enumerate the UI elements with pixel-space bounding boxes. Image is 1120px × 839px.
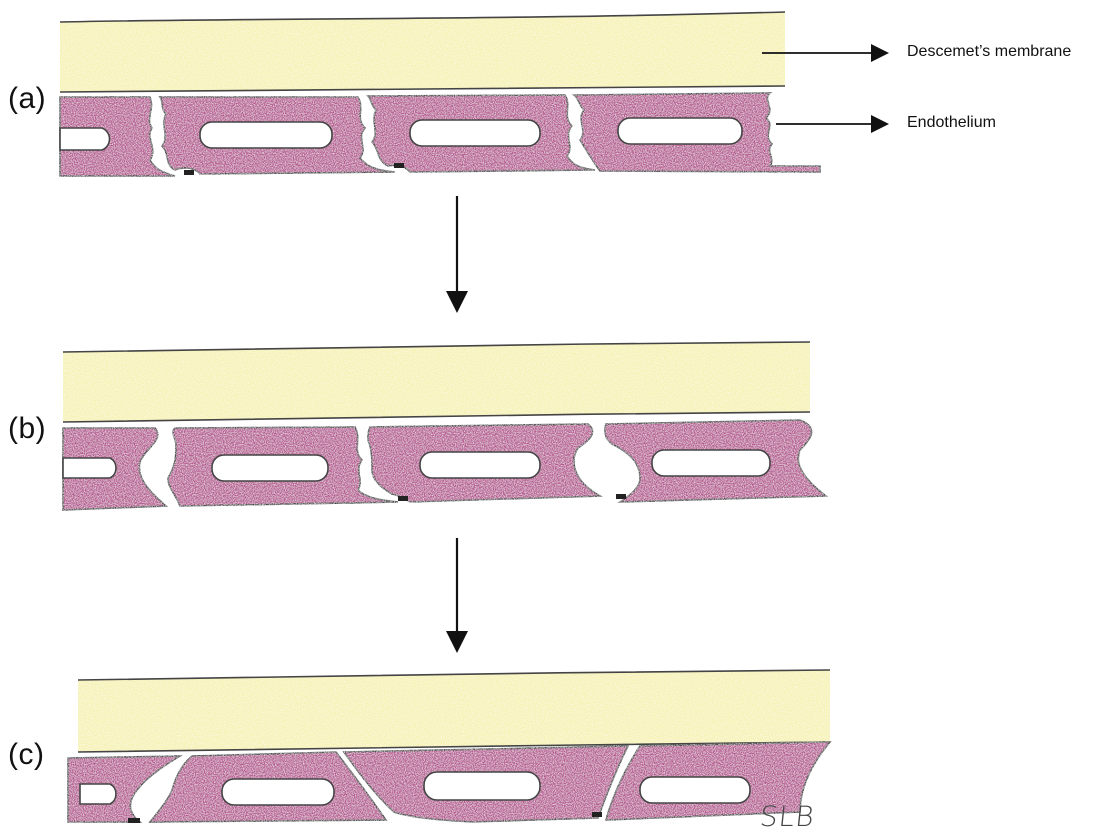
nucleus [420, 452, 540, 478]
panel-b [63, 342, 826, 510]
nucleus [200, 122, 332, 148]
panel-c [68, 670, 830, 823]
descemet-membrane-a [60, 12, 785, 92]
nucleus [80, 784, 116, 804]
panel-label-c: (c) [8, 738, 44, 772]
nucleus [410, 120, 540, 146]
nucleus [424, 772, 540, 800]
nucleus [63, 458, 116, 478]
panel-label-b: (b) [8, 412, 46, 446]
nucleus [652, 450, 770, 476]
panel-label-a: (a) [8, 82, 46, 116]
descemet-membrane-b [63, 342, 810, 422]
endothelium-label: Endothelium [907, 114, 996, 132]
panel-a [60, 12, 820, 176]
nucleus [212, 455, 328, 481]
descemet-membrane-c [78, 670, 830, 752]
nucleus [618, 118, 742, 144]
artist-signature: SLB [758, 800, 816, 833]
nucleus [222, 779, 334, 805]
nucleus [60, 128, 110, 150]
nucleus [640, 777, 750, 803]
descemet-membrane-label: Descemet’s membrane [907, 43, 1071, 61]
